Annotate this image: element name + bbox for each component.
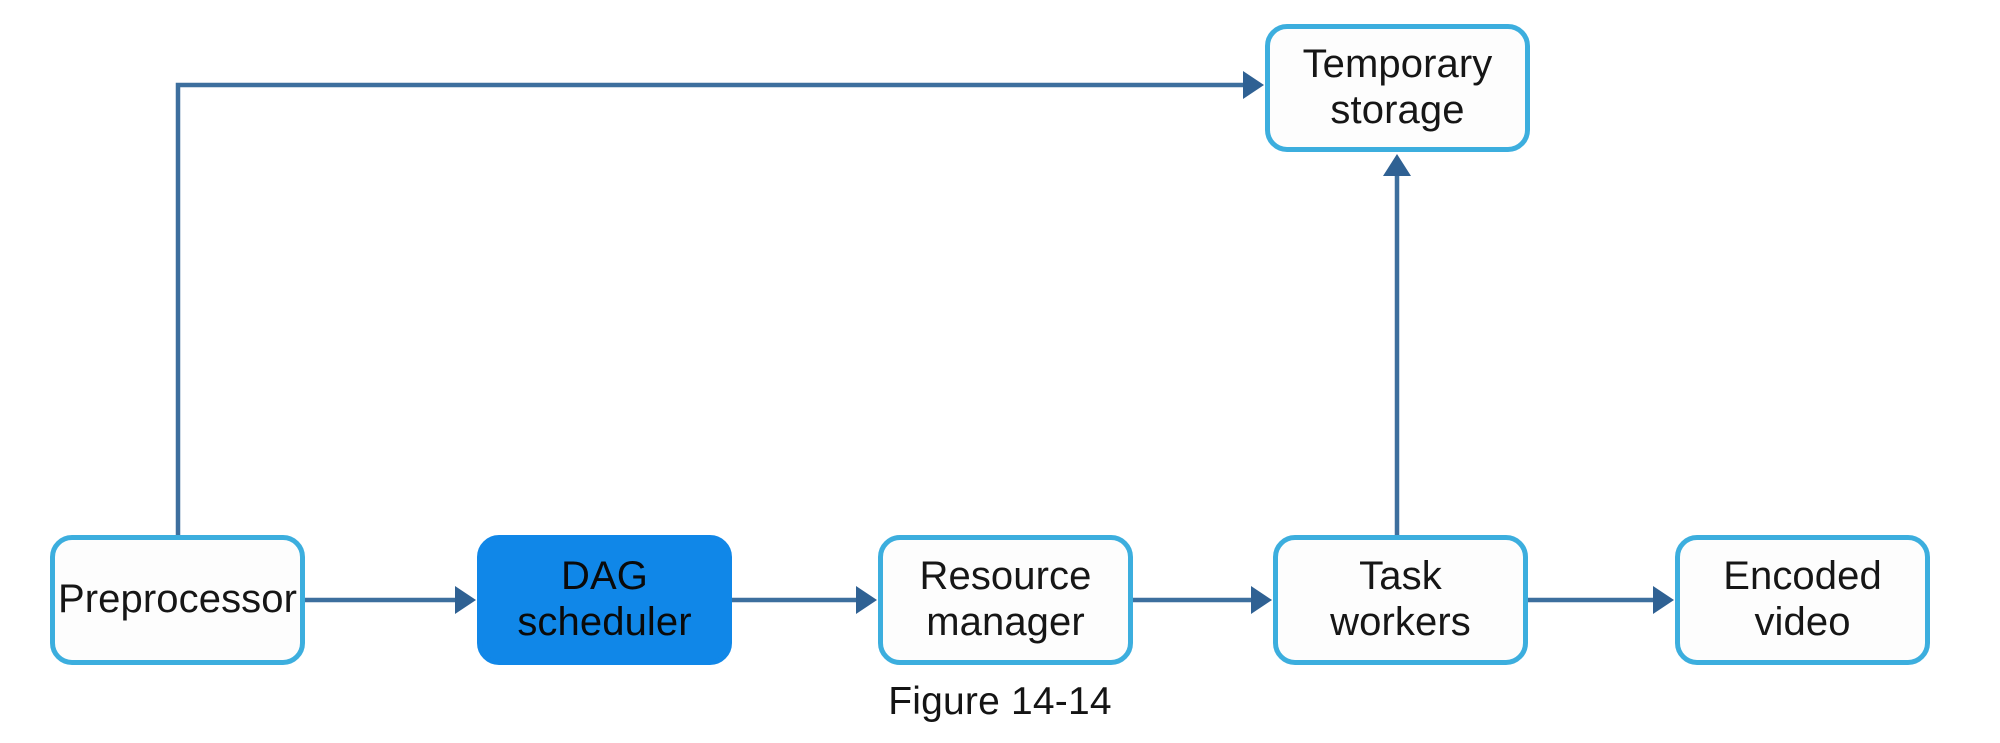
node-resource-manager-label: Resource manager xyxy=(919,554,1092,644)
edge-preprocessor-to-temporary-storage xyxy=(175,71,1264,545)
edge-dag-scheduler-to-resource-manager xyxy=(732,586,877,614)
node-task-workers[interactable]: Task workers xyxy=(1273,535,1528,665)
node-dag-scheduler[interactable]: DAG scheduler xyxy=(477,535,732,665)
node-task-workers-label: Task workers xyxy=(1330,554,1471,644)
edge-preprocessor-to-dag-scheduler xyxy=(305,586,476,614)
node-encoded-video[interactable]: Encoded video xyxy=(1675,535,1930,665)
node-encoded-video-label: Encoded video xyxy=(1723,554,1882,644)
edge-task-workers-to-temporary-storage xyxy=(1383,154,1411,535)
node-temporary-storage[interactable]: Temporary storage xyxy=(1265,24,1530,152)
node-dag-scheduler-label: DAG scheduler xyxy=(517,554,692,644)
node-temporary-storage-label: Temporary storage xyxy=(1302,42,1493,132)
node-resource-manager[interactable]: Resource manager xyxy=(878,535,1133,665)
node-preprocessor[interactable]: Preprocessor xyxy=(50,535,305,665)
edge-resource-manager-to-task-workers xyxy=(1133,586,1272,614)
figure-caption: Figure 14-14 xyxy=(888,680,1112,723)
node-preprocessor-label: Preprocessor xyxy=(57,577,298,622)
edge-task-workers-to-encoded-video xyxy=(1528,586,1674,614)
